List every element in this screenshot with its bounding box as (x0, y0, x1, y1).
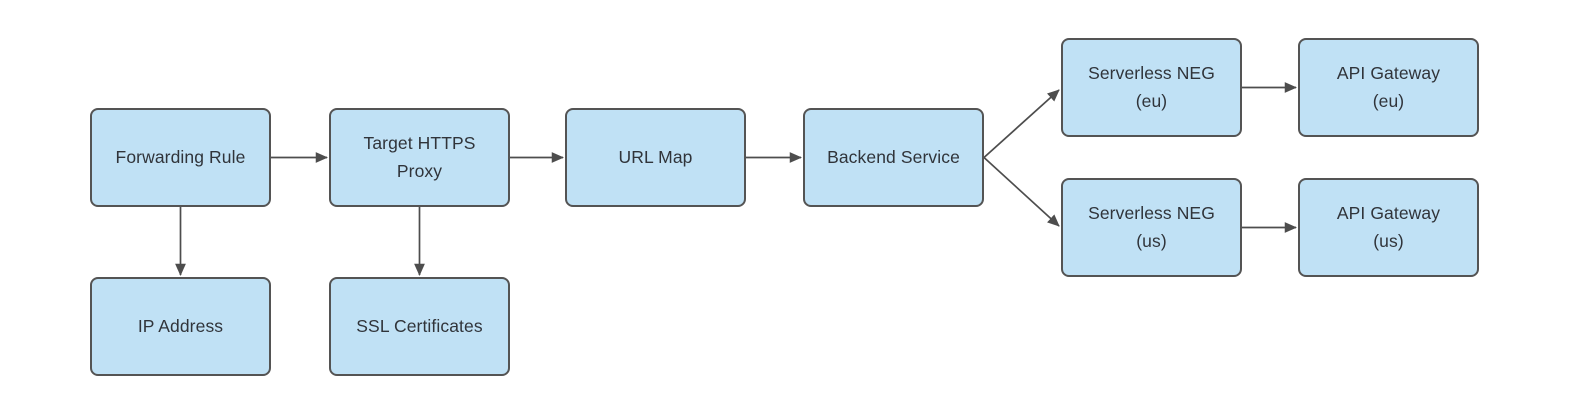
node-serverless-neg-eu[interactable]: Serverless NEG (eu) (1061, 38, 1242, 137)
node-label: API Gateway (us) (1336, 203, 1441, 251)
node-url-map[interactable]: URL Map (565, 108, 746, 207)
node-backend-service[interactable]: Backend Service (803, 108, 984, 207)
node-target-https-proxy[interactable]: Target HTTPS Proxy (329, 108, 510, 207)
node-api-gateway-us[interactable]: API Gateway (us) (1298, 178, 1479, 277)
edge-backend-service-to-serverless-neg-us (983, 156, 1060, 227)
node-label: URL Map (618, 146, 693, 167)
node-label: Backend Service (827, 146, 960, 167)
node-api-gateway-eu[interactable]: API Gateway (eu) (1298, 38, 1479, 137)
node-ip-address[interactable]: IP Address (90, 277, 271, 376)
node-label: Serverless NEG (us) (1088, 203, 1215, 251)
edge-backend-service-to-serverless-neg-eu (983, 89, 1060, 159)
node-ssl-certificates[interactable]: SSL Certificates (329, 277, 510, 376)
node-label: IP Address (137, 315, 224, 336)
node-label: SSL Certificates (356, 315, 483, 336)
node-forwarding-rule[interactable]: Forwarding Rule (90, 108, 271, 207)
node-label: Target HTTPS Proxy (363, 133, 476, 181)
node-label: Forwarding Rule (115, 146, 246, 167)
node-label: Serverless NEG (eu) (1088, 63, 1215, 111)
node-serverless-neg-us[interactable]: Serverless NEG (us) (1061, 178, 1242, 277)
node-label: API Gateway (eu) (1336, 63, 1441, 111)
